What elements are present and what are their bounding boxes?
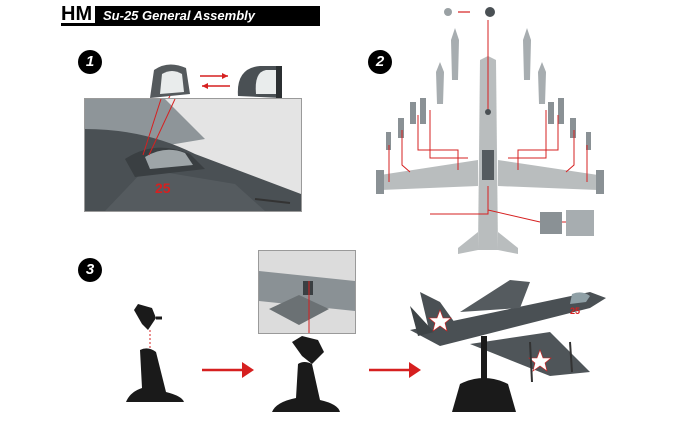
stand-mount (134, 304, 156, 330)
canopy-closed-part (237, 66, 282, 98)
assembled-stand (272, 336, 340, 412)
swap-arrows-icon (200, 73, 230, 89)
small-part (444, 8, 452, 16)
right-wing (498, 160, 598, 190)
cockpit-photo: 25 (84, 98, 302, 212)
step-number-1: 1 (78, 50, 102, 74)
canopy-open-part (150, 64, 190, 98)
upper-wing (460, 280, 530, 312)
assembled-aircraft: 25 (410, 280, 606, 412)
right-stabilizer (498, 232, 518, 254)
aircraft-exploded-diagram (376, 7, 604, 254)
step-number-2: 2 (368, 50, 392, 74)
arrow-icon (202, 362, 254, 378)
canopy-parts-diagram (150, 64, 282, 107)
display-stand (452, 378, 516, 412)
hm-logo: HM (61, 3, 95, 26)
stand-parts (126, 304, 184, 402)
left-stabilizer (458, 232, 478, 254)
aircraft-fuselage (410, 292, 606, 346)
stand-base (126, 348, 184, 402)
missile-left (451, 28, 459, 80)
leader-lines (388, 20, 588, 223)
logo-letters: HM (61, 3, 92, 25)
mount-detail-photo (258, 250, 356, 334)
arrow-icon (369, 362, 421, 378)
missile-right (523, 28, 531, 80)
svg-text:25: 25 (570, 306, 580, 316)
page-title: Su-25 General Assembly Instructions (95, 6, 320, 43)
step-number-3: 3 (78, 258, 102, 282)
landing-gear-part (540, 212, 562, 234)
left-wing (380, 160, 478, 190)
svg-text:25: 25 (155, 180, 171, 196)
